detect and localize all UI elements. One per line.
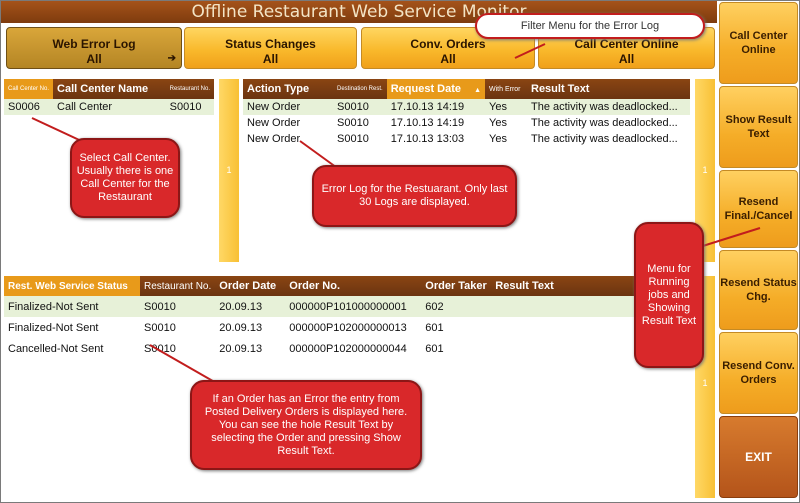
cell-order-taker: 601 bbox=[425, 342, 444, 355]
column-header-with-error[interactable]: With Error bbox=[485, 79, 527, 99]
table-row[interactable]: S0006 Call Center S0010 bbox=[4, 99, 214, 115]
cell-destination: S0010 bbox=[333, 99, 387, 115]
cell-request-date: 17.10.13 14:19 bbox=[386, 99, 485, 115]
table-row[interactable]: Finalized-Not Sent S0010 20.09.13 000000… bbox=[4, 317, 690, 338]
cell-with-error: Yes bbox=[489, 117, 507, 129]
page-indicator: 1 bbox=[702, 378, 708, 388]
column-header-label: Request Date bbox=[390, 83, 461, 95]
cell-order-no: 000000P102000000044 bbox=[289, 342, 407, 355]
cell-with-error: Yes bbox=[489, 133, 507, 145]
filter-value: All bbox=[262, 52, 279, 66]
column-header-order-date[interactable]: Order Date bbox=[215, 276, 286, 296]
cell-order-date: 20.09.13 bbox=[219, 342, 263, 355]
cell-destination: S0010 bbox=[337, 133, 369, 145]
cell-action-type: New Order bbox=[243, 99, 333, 115]
resend-conv-orders-button[interactable]: Resend Conv. Orders bbox=[719, 332, 798, 414]
cell-request-date: 17.10.13 14:19 bbox=[390, 117, 465, 129]
call-center-table: Call Center No. Call Center Name Restaur… bbox=[4, 79, 214, 115]
table-row[interactable]: New Order S0010 17.10.13 13:03 Yes The a… bbox=[243, 131, 690, 147]
column-header-web-service-status[interactable]: Rest. Web Service Status bbox=[4, 276, 140, 296]
column-header-destination-rest[interactable]: Destination Rest. bbox=[333, 79, 387, 99]
column-header-restaurant-no[interactable]: Restaurant No. bbox=[140, 276, 216, 296]
cell-with-error: Yes bbox=[485, 99, 527, 115]
column-header-restaurant-no[interactable]: Restaurant No. bbox=[165, 79, 214, 99]
column-header-order-no[interactable]: Order No. bbox=[285, 276, 422, 296]
callout-error-log: Error Log for the Restuarant. Only last … bbox=[312, 165, 517, 227]
cell-result-text: The activity was deadlocked... bbox=[531, 133, 678, 145]
filter-label: Call Center Online bbox=[574, 37, 679, 51]
cell-request-date: 17.10.13 13:03 bbox=[390, 133, 465, 145]
callout-filter-menu: Filter Menu for the Error Log bbox=[475, 13, 705, 39]
column-header-result-text[interactable]: Result Text bbox=[527, 79, 690, 99]
table-row[interactable]: New Order S0010 17.10.13 14:19 Yes The a… bbox=[243, 99, 690, 115]
cell-restaurant-no: S0010 bbox=[165, 99, 214, 115]
cell-restaurant-no: S0010 bbox=[140, 296, 216, 317]
cell-action-type: New Order bbox=[247, 133, 301, 145]
cell-call-center-name: Call Center bbox=[53, 99, 166, 115]
cell-order-taker: 602 bbox=[421, 296, 492, 317]
error-log-scrollbar[interactable]: 1 bbox=[695, 79, 715, 262]
cell-order-taker: 601 bbox=[425, 321, 444, 334]
callout-select-call-center: Select Call Center. Usually there is one… bbox=[70, 138, 180, 218]
table-row[interactable]: New Order S0010 17.10.13 14:19 Yes The a… bbox=[243, 115, 690, 131]
page-indicator: 1 bbox=[702, 165, 708, 175]
exit-button[interactable]: EXIT bbox=[719, 416, 798, 498]
filter-web-error-log-button[interactable]: Web Error Log All ➔ bbox=[6, 27, 182, 69]
cell-call-center-no: S0006 bbox=[4, 99, 54, 115]
arrow-right-icon: ➔ bbox=[167, 53, 176, 64]
cell-status: Cancelled-Not Sent bbox=[8, 342, 104, 355]
callout-side-menu: Menu for Running jobs and Showing Result… bbox=[634, 222, 704, 368]
column-header-order-taker[interactable]: Order Taker bbox=[421, 276, 492, 296]
filter-value: All bbox=[440, 52, 456, 66]
cell-order-no: 000000P101000000001 bbox=[285, 296, 422, 317]
show-result-text-button[interactable]: Show Result Text bbox=[719, 86, 798, 168]
filter-label: Status Changes bbox=[225, 37, 316, 51]
cell-status: Finalized-Not Sent bbox=[8, 321, 99, 334]
column-header-action-type[interactable]: Action Type bbox=[243, 79, 333, 99]
filter-status-changes-button[interactable]: Status Changes All bbox=[184, 27, 357, 69]
table-row[interactable]: Cancelled-Not Sent S0010 20.09.13 000000… bbox=[4, 338, 690, 359]
resend-final-cancel-button[interactable]: Resend Final./Cancel bbox=[719, 170, 798, 248]
cell-restaurant-no: S0010 bbox=[144, 321, 176, 334]
status-changes-table: Rest. Web Service Status Restaurant No. … bbox=[4, 276, 690, 359]
callout-order-error: If an Order has an Error the entry from … bbox=[190, 380, 422, 470]
column-header-call-center-no[interactable]: Call Center No. bbox=[4, 79, 54, 99]
column-header-call-center-name[interactable]: Call Center Name bbox=[53, 79, 166, 99]
cell-order-no: 000000P102000000013 bbox=[289, 321, 407, 334]
cell-action-type: New Order bbox=[247, 117, 301, 129]
cell-order-date: 20.09.13 bbox=[219, 321, 263, 334]
filter-label: Web Error Log bbox=[52, 37, 136, 51]
resend-status-chg-button[interactable]: Resend Status Chg. bbox=[719, 250, 798, 330]
sort-up-icon: ▲ bbox=[474, 87, 481, 94]
filter-value: All bbox=[86, 52, 102, 66]
cell-status: Finalized-Not Sent bbox=[4, 296, 140, 317]
call-center-scrollbar[interactable]: 1 bbox=[219, 79, 239, 262]
cell-result-text: The activity was deadlocked... bbox=[531, 117, 678, 129]
cell-destination: S0010 bbox=[337, 117, 369, 129]
table-row[interactable]: Finalized-Not Sent S0010 20.09.13 000000… bbox=[4, 296, 690, 317]
filter-value: All bbox=[618, 52, 635, 66]
filter-label: Conv. Orders bbox=[410, 37, 486, 51]
column-header-request-date[interactable]: Request Date ▲ bbox=[386, 79, 485, 99]
page-indicator: 1 bbox=[226, 165, 232, 175]
call-center-online-button[interactable]: Call Center Online bbox=[719, 2, 798, 84]
cell-order-date: 20.09.13 bbox=[215, 296, 286, 317]
cell-restaurant-no: S0010 bbox=[144, 342, 176, 355]
cell-result-text: The activity was deadlocked... bbox=[527, 99, 690, 115]
error-log-table: Action Type Destination Rest. Request Da… bbox=[243, 79, 690, 147]
